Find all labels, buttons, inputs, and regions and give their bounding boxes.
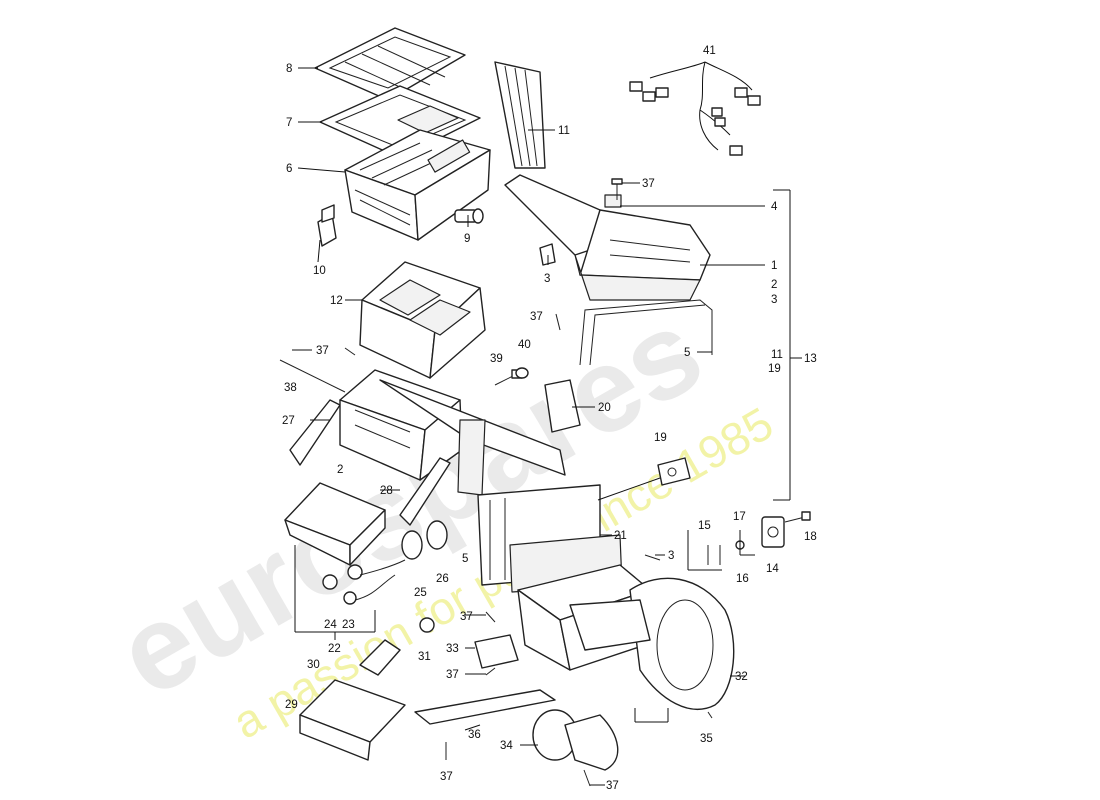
part-15-16-17-pins (707, 540, 745, 565)
callout-numbers: 8 7 6 9 10 11 41 37 4 3 1 2 3 12 37 5 11… (282, 45, 817, 792)
part-38-rod (279, 359, 346, 393)
callout-16: 16 (736, 573, 749, 585)
callout-18: 18 (804, 531, 817, 543)
screw-37-top (611, 178, 623, 200)
part-32-blower-housing (517, 564, 735, 710)
callout-26: 26 (436, 573, 449, 585)
callout-10: 10 (313, 265, 326, 277)
callout-37-mid: 37 (530, 311, 543, 323)
part-27-bracket (289, 399, 341, 466)
part-39-40-fittings (494, 367, 529, 386)
callout-21: 21 (614, 530, 627, 542)
callout-38: 38 (284, 382, 297, 394)
callout-25: 25 (414, 587, 427, 599)
callout-34: 34 (500, 740, 513, 752)
callout-37-bottom: 37 (440, 771, 453, 783)
part-11-filter (494, 61, 546, 169)
part-7-gasket (319, 85, 481, 159)
callout-9: 9 (464, 233, 470, 245)
callout-2: 2 (337, 464, 343, 476)
part-8-frame (314, 27, 466, 101)
callout-5: 5 (462, 553, 468, 565)
callout-2-right: 2 (771, 279, 777, 291)
part-5-seals (579, 299, 713, 366)
callout-29: 29 (285, 699, 298, 711)
callout-19: 19 (654, 432, 667, 444)
part-29-tray (299, 679, 406, 761)
callout-40: 40 (518, 339, 531, 351)
callout-30: 30 (307, 659, 320, 671)
callout-11b: 11 (771, 349, 783, 361)
callout-36: 36 (468, 729, 481, 741)
part-22-box (284, 482, 386, 566)
callout-12: 12 (330, 295, 343, 307)
part-14-valve (761, 511, 811, 548)
callout-37-top: 37 (642, 178, 655, 190)
callout-13: 13 (804, 353, 817, 365)
part-36-trim (414, 689, 556, 725)
part-31-grommet (419, 617, 435, 633)
screws (344, 313, 713, 787)
callout-28: 28 (380, 485, 393, 497)
callout-3-right: 3 (771, 294, 777, 306)
part-6-upper-housing (344, 129, 491, 241)
part-1-duct-housing (504, 174, 711, 301)
callout-39: 39 (490, 353, 503, 365)
part-20-module (544, 379, 581, 433)
parts-23-26-fittings (322, 520, 448, 605)
part-3-clip-top (539, 243, 556, 266)
callout-14: 14 (766, 563, 779, 575)
callout-37-left: 37 (316, 345, 329, 357)
callout-20: 20 (598, 402, 611, 414)
callout-11a: 11 (558, 125, 570, 137)
part-12-housing (359, 261, 486, 379)
leader-lines (292, 67, 802, 786)
callout-5-right: 5 (684, 347, 690, 359)
callout-37-bottom-right: 37 (606, 780, 619, 792)
part-28-duct (399, 457, 451, 526)
callout-32: 32 (735, 671, 748, 683)
part-41-harness (629, 61, 761, 156)
part-30-clip (359, 639, 401, 676)
callout-3-top: 3 (544, 273, 550, 285)
callout-19-right: 19 (768, 363, 781, 375)
callout-15: 15 (698, 520, 711, 532)
callout-37-bottom-mid: 37 (446, 669, 459, 681)
callout-17: 17 (733, 511, 746, 523)
callout-24: 24 (324, 619, 337, 631)
part-19-gasket (657, 457, 691, 486)
part-34-blower-motor (532, 709, 619, 771)
callout-33: 33 (446, 643, 459, 655)
callout-7: 7 (286, 117, 292, 129)
callout-27: 27 (282, 415, 295, 427)
callout-23: 23 (342, 619, 355, 631)
callout-3-mid: 3 (668, 550, 674, 562)
callout-22: 22 (328, 643, 341, 655)
callout-35: 35 (700, 733, 713, 745)
callout-1: 1 (771, 260, 777, 272)
callout-4: 4 (771, 201, 778, 213)
part-9-plug (454, 208, 484, 224)
callout-31: 31 (418, 651, 431, 663)
callout-8: 8 (286, 63, 292, 75)
callout-41: 41 (703, 45, 716, 57)
part-10-clip (317, 204, 337, 247)
part-2-lower-housing (339, 369, 566, 496)
part-33-actuator (474, 634, 519, 669)
callout-37-lower: 37 (460, 611, 473, 623)
callout-6: 6 (286, 163, 292, 175)
